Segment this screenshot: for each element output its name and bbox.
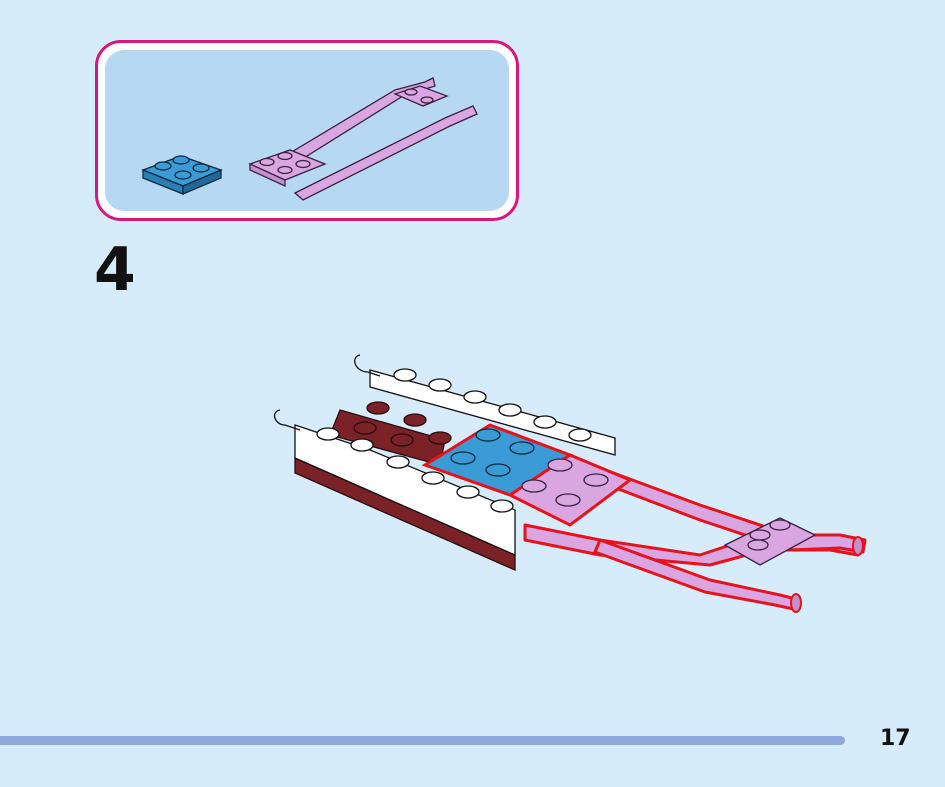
white-plates: [273, 354, 616, 556]
page-number: 17: [880, 726, 911, 751]
lavender-plate-highlighted: [507, 453, 633, 527]
parts-callout-panel: [105, 50, 509, 211]
step-number: 4: [94, 235, 136, 305]
progress-bar: [0, 736, 845, 745]
assembly-illustration: [273, 354, 867, 613]
dark-red-base: [294, 401, 516, 571]
parts-callout: [95, 40, 519, 221]
lavender-runner-part: [248, 77, 478, 201]
lavender-runner-highlighted: [523, 463, 867, 613]
blue-plate-part: [141, 155, 223, 195]
